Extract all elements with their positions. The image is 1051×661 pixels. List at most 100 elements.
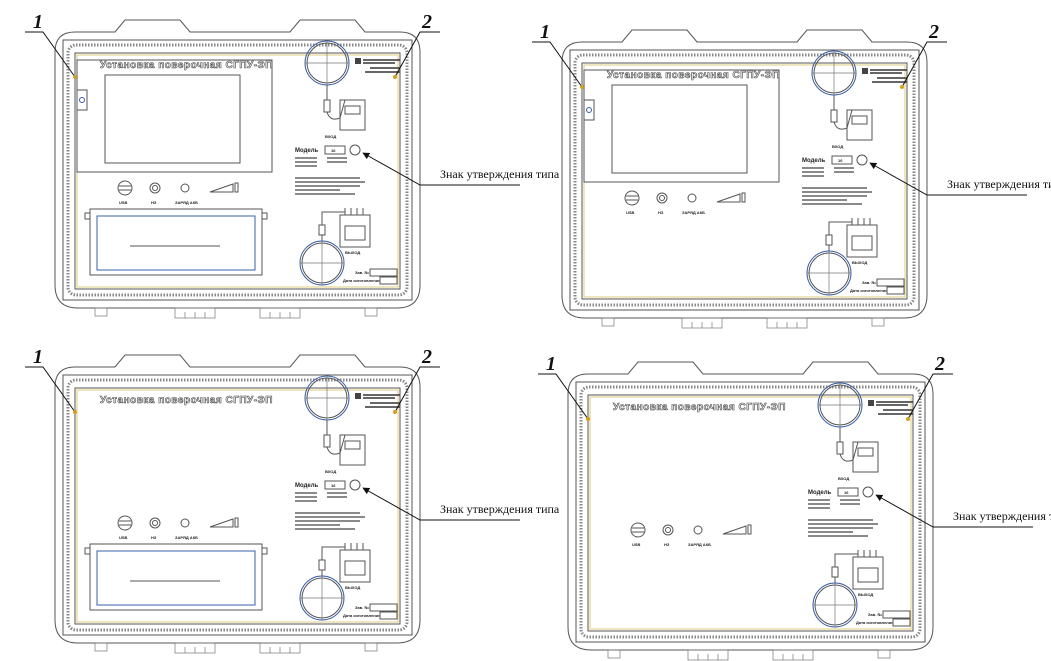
ns-label: НЗ: [658, 210, 664, 215]
specs-text: [295, 177, 365, 195]
touch-screen: [583, 69, 780, 183]
device-panel-bottom-right: Установка поверочная СГПУ-ЭП USB НЗ ЗАРЯ…: [538, 353, 1051, 661]
charge-label: ЗАРЯД АКБ: [175, 535, 198, 540]
connectors-row: USB НЗ ЗАРЯД АКБ: [117, 180, 239, 205]
svg-text:Знак утверждения типа: Знак утверждения типа: [953, 509, 1051, 523]
usb-label: USB: [632, 542, 641, 547]
gas-meter-icon: [339, 99, 366, 131]
output-gauge: ВЫХОД: [299, 208, 371, 286]
gas-meter-icon: [339, 214, 371, 248]
screen-frame: [583, 69, 780, 183]
charge-led-icon: [693, 525, 703, 535]
case-hinges: [94, 642, 378, 654]
case-hinges: [607, 649, 891, 661]
marker-2: 2: [900, 21, 947, 89]
charge-label: ЗАРЯД АКБ: [682, 210, 705, 215]
power-icon: [79, 97, 85, 103]
gas-meter-icon: [852, 441, 879, 473]
usb-port-icon: [117, 515, 133, 531]
case-hinges: [601, 317, 885, 329]
case-rim: [62, 374, 413, 636]
serial-plate: Зав. № Дата изготовления: [850, 278, 905, 295]
type-approval-mark-icon: [862, 486, 874, 498]
model-box: [324, 145, 346, 155]
serial-plate: Зав. № Дата изготовления: [343, 268, 398, 285]
input-label: ВХОД: [832, 144, 843, 149]
svg-text:Знак утверждения типа: Знак утверждения типа: [440, 502, 560, 516]
model-block: Модель 16: [808, 486, 878, 537]
svg-text:2: 2: [928, 21, 939, 43]
charge-led-icon: [180, 518, 190, 528]
model-block: Модель 16: [802, 154, 872, 205]
date-label: Дата изготовления: [343, 278, 381, 283]
output-gauge: ВЫХОД: [812, 550, 884, 628]
connectors-row: USB НЗ ЗАРЯД АКБ: [624, 190, 746, 215]
case-rim: [62, 39, 413, 301]
usb-port-icon: [624, 190, 640, 206]
connectors-row: USB НЗ ЗАРЯД АКБ: [117, 515, 239, 540]
type-approval-callout: Знак утверждения типа: [875, 494, 1051, 528]
marker-2: 2: [393, 11, 440, 79]
input-label: ВХОД: [325, 134, 336, 139]
output-label: ВЫХОД: [345, 585, 360, 590]
input-label: ВХОД: [838, 476, 849, 481]
svg-text:1: 1: [546, 353, 556, 375]
display: [104, 74, 241, 164]
svg-text:2: 2: [934, 353, 945, 375]
case-outline: [54, 354, 421, 644]
usb-port-icon: [630, 522, 646, 538]
usb-port-icon: [117, 180, 133, 196]
device-title: Установка поверочная СГПУ-ЭП: [100, 60, 273, 71]
input-gauge: ВХОД: [811, 50, 873, 149]
specs-text: [808, 519, 878, 537]
output-label: ВЫХОД: [345, 250, 360, 255]
model-block: Модель 16: [295, 479, 365, 530]
ns-label: НЗ: [151, 200, 157, 205]
model-box: [324, 480, 346, 490]
model-label: Модель: [295, 483, 319, 489]
svg-text:2: 2: [421, 11, 432, 33]
marker-1: 1: [538, 353, 590, 421]
usb-label: USB: [626, 210, 635, 215]
marker-1: 1: [25, 11, 77, 79]
input-label: ВХОД: [325, 469, 336, 474]
case-hinges: [94, 307, 378, 319]
gas-meter-icon: [852, 556, 884, 590]
battery-level-icon: [209, 183, 234, 193]
svg-text:1: 1: [540, 21, 550, 43]
power-button: [583, 99, 595, 121]
marker-2: 2: [393, 346, 440, 414]
svg-text:2: 2: [421, 346, 432, 368]
charge-label: ЗАРЯД АКБ: [175, 200, 198, 205]
gas-meter-icon: [846, 109, 873, 141]
device-title: Установка поверочная СГПУ-ЭП: [613, 402, 786, 413]
power-button: [76, 89, 88, 111]
model-label: Модель: [802, 158, 826, 164]
input-gauge: ВХОД: [304, 375, 366, 474]
seal-border: [573, 53, 916, 307]
specs-text: [295, 512, 365, 530]
serial-label: Зав. №: [868, 612, 882, 617]
case-rim: [569, 49, 920, 311]
serial-label: Зав. №: [355, 605, 369, 610]
printer: [84, 208, 268, 276]
type-approval-callout: Знак утверждения типа: [869, 162, 1051, 196]
case-rim: [575, 381, 926, 643]
device-title: Установка поверочная СГПУ-ЭП: [607, 70, 780, 81]
front-panel: [587, 394, 914, 632]
serial-label: Зав. №: [355, 270, 369, 275]
ns-label: НЗ: [151, 535, 157, 540]
model-value: 16: [844, 490, 849, 495]
model-value: 16: [331, 483, 336, 488]
date-label: Дата изготовления: [850, 288, 888, 293]
manufacturer-logo: [862, 68, 907, 83]
model-value: 16: [838, 158, 843, 163]
touch-screen: [76, 59, 273, 173]
svg-text:1: 1: [33, 11, 43, 33]
type-approval-callout: Знак утверждения типа: [362, 487, 560, 521]
usb-label: USB: [119, 200, 128, 205]
specs-text: [802, 187, 872, 205]
output-gauge: ВЫХОД: [806, 218, 878, 296]
device-panel-bottom-left: Установка поверочная СГПУ-ЭП USB НЗ ЗАРЯ…: [25, 346, 560, 654]
